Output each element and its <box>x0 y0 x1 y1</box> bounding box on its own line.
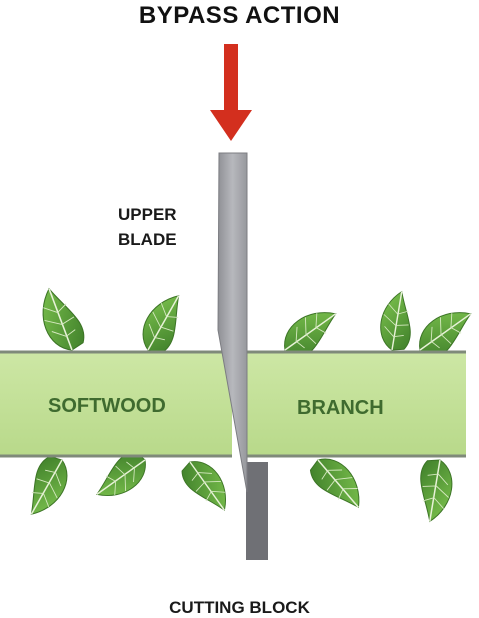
leaf-icon <box>305 448 370 521</box>
diagram-title: BYPASS ACTION <box>138 2 341 29</box>
leaf-icon <box>35 282 88 356</box>
branch-left-section <box>0 350 232 458</box>
branch-right-section <box>247 350 466 458</box>
leaf-icon <box>373 287 422 355</box>
leaf-icon <box>131 287 197 360</box>
softwood-label: SOFTWOOD <box>48 395 166 417</box>
leaf-icon <box>13 450 79 523</box>
leaf-icon <box>408 455 460 526</box>
upper-blade <box>217 152 248 493</box>
leaf-icon <box>177 452 236 521</box>
branch-label: BRANCH <box>297 397 384 419</box>
upper-blade-label-line2: BLADE <box>118 230 177 249</box>
cutting-block <box>246 462 268 560</box>
cutting-block-label: CUTTING BLOCK <box>169 598 310 617</box>
upper-blade-label-line1: UPPER <box>118 205 177 224</box>
down-arrow-icon <box>210 44 252 141</box>
